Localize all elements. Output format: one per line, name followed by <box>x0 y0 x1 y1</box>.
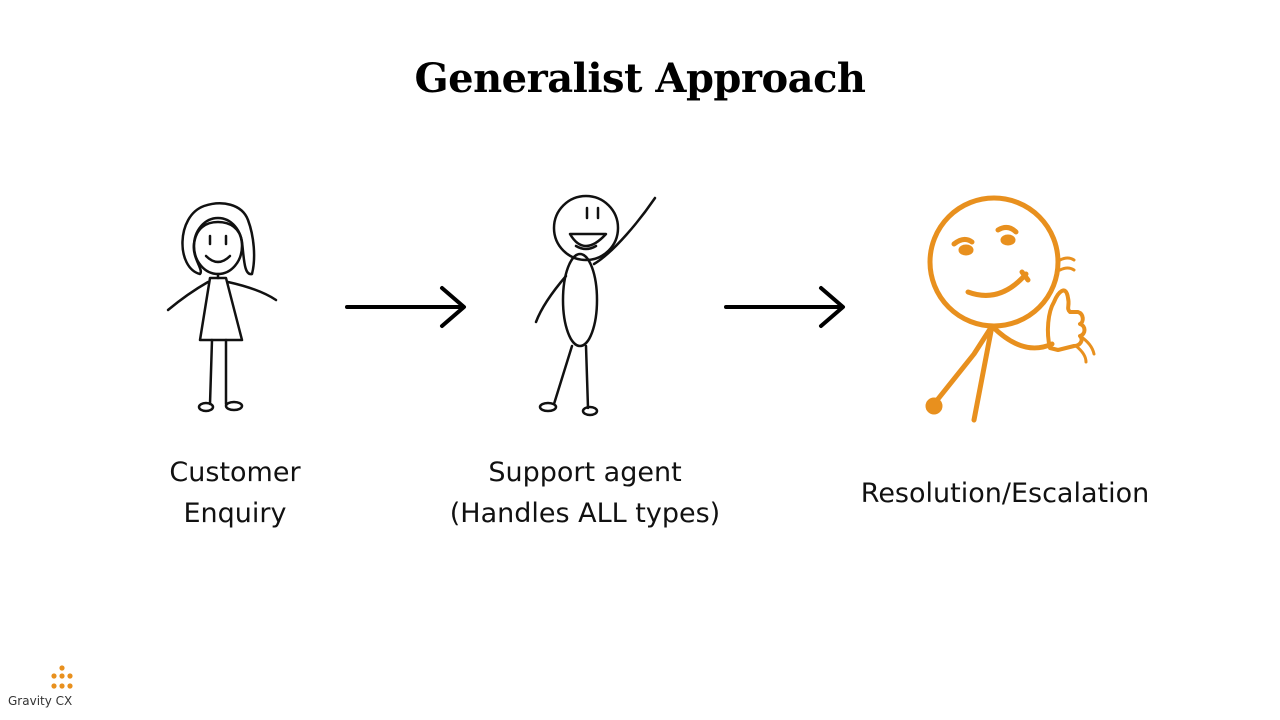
step-label-customer: Customer Enquiry <box>169 457 301 529</box>
thumbs-up-stick-figure-icon <box>925 195 1096 423</box>
woman-stick-figure-icon <box>166 202 278 413</box>
step-label-support-agent: Support agent (Handles ALL types) <box>449 457 721 529</box>
right-arrow-icon <box>724 286 845 328</box>
right-arrow-icon <box>345 286 466 328</box>
step-label-resolution: Resolution/Escalation <box>860 478 1150 509</box>
waving-stick-figure-icon <box>534 194 657 417</box>
brand-name: Gravity CX <box>8 694 73 708</box>
dot-cluster-logo <box>51 665 73 689</box>
page-title: Generalist Approach <box>414 55 866 102</box>
